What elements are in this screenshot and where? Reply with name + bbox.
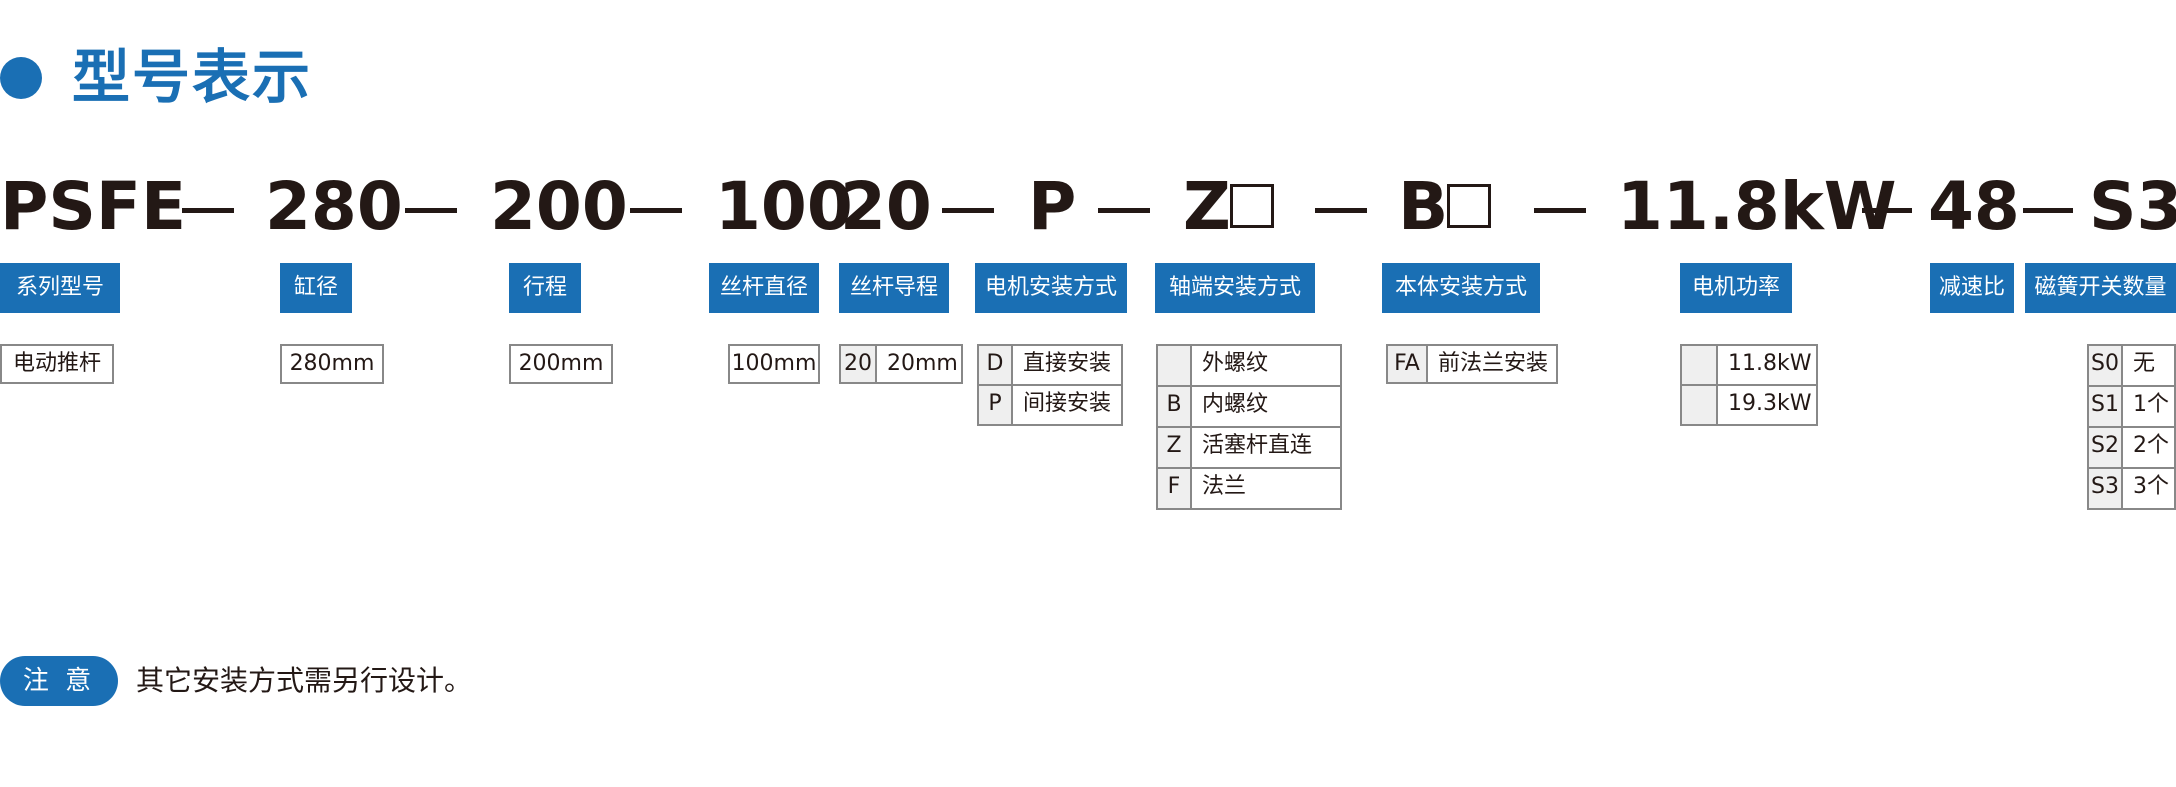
code-separator: [942, 208, 994, 213]
code-switch: S3: [2089, 168, 2176, 245]
label-screw-dia: 丝杆直径: [709, 263, 819, 313]
code-series: PSFE: [0, 168, 187, 245]
body-mount-value-cell: 前法兰安装: [1426, 344, 1558, 384]
code-ratio: 48: [1928, 168, 2020, 245]
label-stroke: 行程: [509, 263, 581, 313]
code-body-mount: B: [1398, 168, 1449, 245]
blank-box-icon: [1230, 184, 1274, 228]
label-body-mount: 本体安装方式: [1382, 263, 1540, 313]
code-separator: [1862, 208, 1912, 213]
switch-value-cell: 无: [2121, 344, 2176, 387]
rod-end-code-cell: [1156, 344, 1192, 387]
code-separator: [1534, 208, 1586, 213]
label-bore: 缸径: [280, 263, 352, 313]
stroke-value-cell: 200mm: [509, 344, 613, 384]
switch-code-cell: S2: [2087, 426, 2123, 469]
code-separator: [1098, 208, 1150, 213]
power-value-cell: 11.8kW: [1716, 344, 1818, 386]
lead-code-cell: 20: [839, 344, 877, 384]
label-series: 系列型号: [0, 263, 120, 313]
bore-value-cell: 280mm: [280, 344, 384, 384]
code-lead: 20: [840, 168, 932, 245]
body-mount-code-cell: FA: [1386, 344, 1428, 384]
rod-end-value-cell: 法兰: [1190, 467, 1342, 510]
power-code-cell: [1680, 384, 1718, 426]
rod-end-value-cell: 内螺纹: [1190, 385, 1342, 428]
code-motor-mount: P: [1028, 168, 1077, 245]
rod-end-value-cell: 活塞杆直连: [1190, 426, 1342, 469]
label-rod-end: 轴端安装方式: [1155, 263, 1315, 313]
motor-mount-code-cell: D: [977, 344, 1013, 386]
rod-end-code-cell: F: [1156, 467, 1192, 510]
switch-value-cell: 1个: [2121, 385, 2176, 428]
code-screw-dia: 100: [715, 168, 853, 245]
motor-mount-value-cell: 直接安装: [1011, 344, 1123, 386]
series-value-cell: 电动推杆: [0, 344, 114, 384]
switch-code-cell: S1: [2087, 385, 2123, 428]
rod-end-code-cell: Z: [1156, 426, 1192, 469]
switch-value-cell: 2个: [2121, 426, 2176, 469]
label-lead: 丝杆导程: [839, 263, 949, 313]
label-motor-mount: 电机安装方式: [975, 263, 1127, 313]
power-value-cell: 19.3kW: [1716, 384, 1818, 426]
lead-value-cell: 20mm: [875, 344, 963, 384]
label-ratio: 减速比: [1930, 263, 2014, 313]
code-rod-end: Z: [1183, 168, 1231, 245]
motor-mount-value-cell: 间接安装: [1011, 384, 1123, 426]
label-power: 电机功率: [1680, 263, 1792, 313]
code-separator: [405, 208, 457, 213]
note-badge: 注 意: [0, 656, 118, 706]
code-separator: [182, 208, 234, 213]
switch-code-cell: S0: [2087, 344, 2123, 387]
switch-code-cell: S3: [2087, 467, 2123, 510]
note-text: 其它安装方式需另行设计。: [136, 664, 473, 697]
power-code-cell: [1680, 344, 1718, 386]
motor-mount-code-cell: P: [977, 384, 1013, 426]
code-separator: [1315, 208, 1367, 213]
code-bore: 280: [265, 168, 403, 245]
code-power: 11.8kW: [1617, 168, 1897, 245]
code-stroke: 200: [490, 168, 628, 245]
blank-box-icon: [1447, 184, 1491, 228]
label-switch: 磁簧开关数量: [2025, 263, 2176, 313]
switch-value-cell: 3个: [2121, 467, 2176, 510]
bullet-dot-icon: [0, 57, 42, 99]
screw-dia-value-cell: 100mm: [728, 344, 820, 384]
code-separator: [2023, 208, 2073, 213]
rod-end-code-cell: B: [1156, 385, 1192, 428]
section-title: 型号表示: [72, 43, 313, 111]
code-separator: [630, 208, 682, 213]
rod-end-value-cell: 外螺纹: [1190, 344, 1342, 387]
